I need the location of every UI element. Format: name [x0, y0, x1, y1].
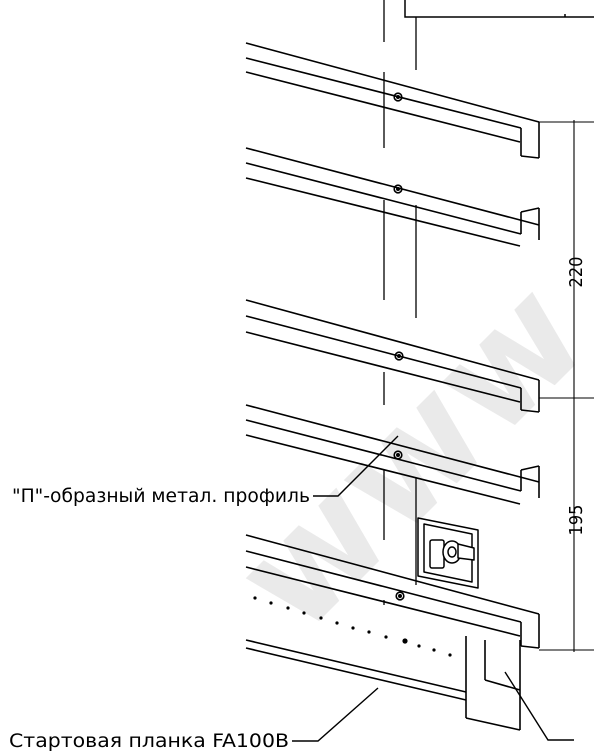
dimension-upper: 220: [566, 257, 587, 288]
metal-profile-5: [245, 534, 540, 649]
wall-bracket: [417, 517, 479, 589]
vertical-post: [383, 0, 417, 605]
title-block-fragment: [404, 0, 594, 18]
leader-lines: [292, 435, 574, 742]
callout-profile: "П"-образный метал. профиль: [12, 485, 310, 507]
metal-profile-2: [245, 147, 540, 247]
metal-profile-3: [245, 299, 540, 413]
start-strip: [245, 636, 521, 731]
dimension-lower: 195: [566, 505, 587, 536]
metal-profile-1: [245, 42, 540, 159]
perforation-holes: [253, 596, 452, 657]
callout-start-strip: Стартовая планка FA100B: [9, 730, 289, 751]
metal-profile-4: [245, 404, 540, 505]
dimension-lines: [539, 120, 594, 652]
